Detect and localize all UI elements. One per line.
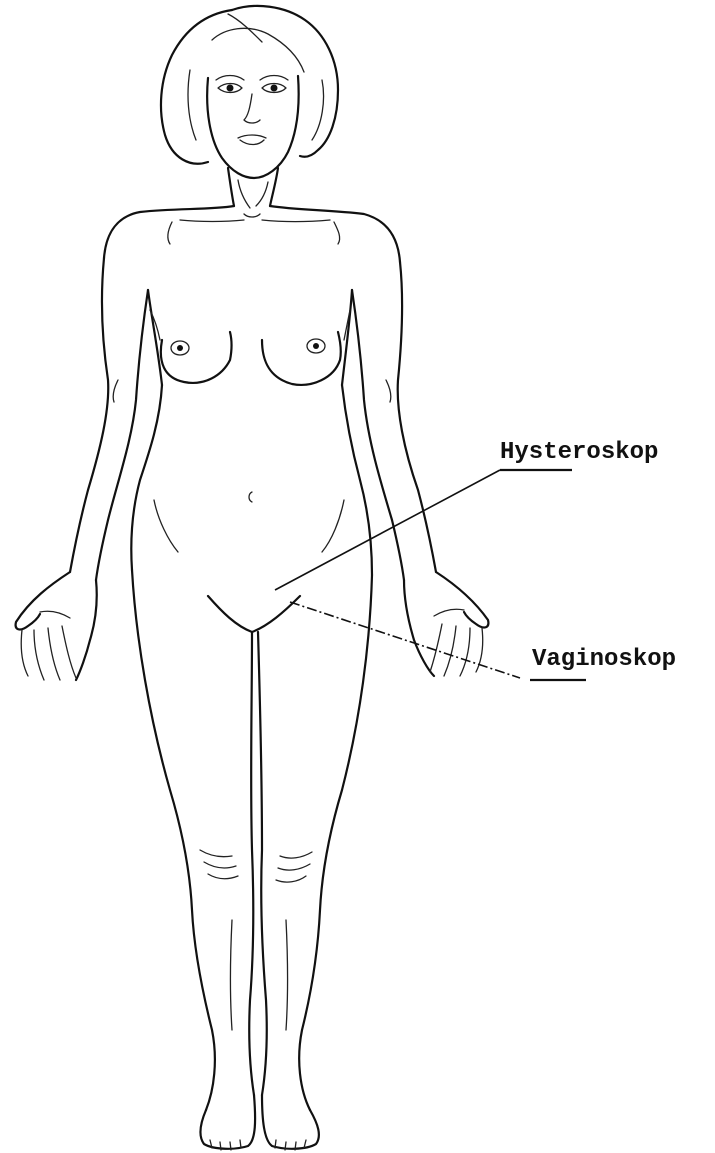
pubic-triangle	[208, 596, 300, 632]
torso	[104, 206, 400, 632]
hysteroskop-leader	[275, 470, 572, 590]
left-hand	[16, 572, 97, 680]
hair-outline	[161, 6, 338, 164]
left-breast	[161, 332, 232, 383]
right-foot	[262, 1095, 319, 1150]
right-arm	[352, 262, 436, 580]
legs	[132, 570, 372, 1110]
face	[207, 76, 299, 179]
neck	[228, 168, 278, 217]
right-breast	[262, 332, 341, 385]
right-hand	[404, 572, 488, 676]
vaginoskop-label: Vaginoskop	[532, 646, 676, 673]
hysteroskop-label: Hysteroskop	[500, 439, 658, 466]
left-arm	[70, 258, 148, 580]
